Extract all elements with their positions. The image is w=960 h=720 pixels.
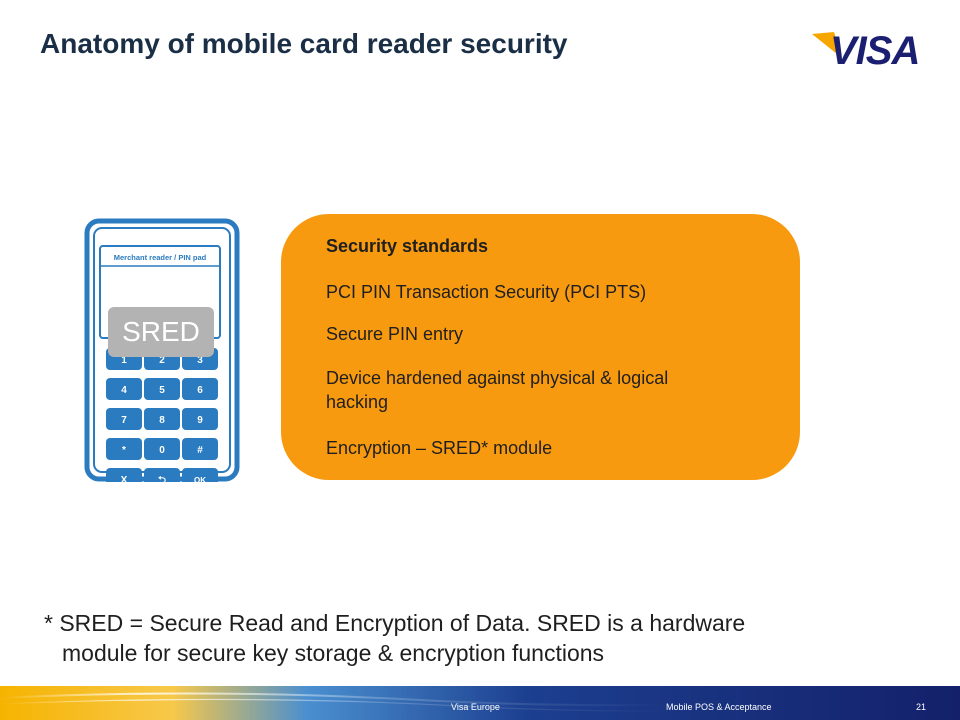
page-number: 21 [916, 702, 927, 712]
keypad-key-label: ⮌ [158, 475, 166, 482]
keypad-key-label: 1 [121, 355, 127, 366]
panel-item: PCI PIN Transaction Security (PCI PTS) [326, 282, 647, 302]
security-standards-panel [281, 214, 800, 480]
svg-text:VISA: VISA [830, 29, 919, 70]
slide-title: Anatomy of mobile card reader security [40, 28, 568, 59]
keypad-key [106, 468, 142, 482]
keypad-key-label: X [121, 475, 128, 482]
keypad-key-label: 5 [159, 385, 165, 396]
footer-center-text: Mobile POS & Acceptance [666, 702, 772, 712]
keypad-key-label: * [122, 445, 126, 456]
keypad-key [144, 378, 180, 400]
visa-logo: VISA [812, 29, 920, 70]
keypad-key-label: # [197, 445, 203, 456]
keypad-key-label: 6 [197, 385, 203, 396]
panel-item: Secure PIN entry [326, 324, 464, 344]
keypad-key-label: 3 [197, 355, 203, 366]
keypad-key-label: 9 [197, 415, 203, 426]
keypad-key [106, 408, 142, 430]
keypad-key-label: 7 [121, 415, 127, 426]
keypad-key-label: OK [194, 476, 206, 482]
keypad-key-label: 2 [159, 355, 165, 366]
keypad-key-label: 8 [159, 415, 165, 426]
keypad-key [144, 468, 180, 482]
footer-left-text: Visa Europe [451, 702, 500, 712]
panel-item: Device hardened against physical & logic… [326, 368, 669, 412]
keypad-key [182, 438, 218, 460]
keypad-key [182, 468, 218, 482]
footer-band [0, 686, 960, 720]
keypad-key-label: 0 [159, 445, 165, 456]
panel-heading: Security standards [326, 236, 489, 256]
panel-item: Encryption – SRED* module [326, 438, 553, 458]
keypad-key [182, 378, 218, 400]
keypad-key [144, 438, 180, 460]
screen-label: Merchant reader / PIN pad [114, 253, 207, 262]
keypad-key [106, 378, 142, 400]
footnote-line-2: module for secure key storage & encrypti… [62, 640, 605, 666]
keypad-key [182, 408, 218, 430]
keypad-key [106, 438, 142, 460]
footnote: * SRED = Secure Read and Encryption of D… [44, 608, 904, 668]
sred-badge: SRED [108, 307, 214, 357]
footnote-line-1: * SRED = Secure Read and Encryption of D… [44, 610, 746, 636]
keypad-key-label: 4 [121, 385, 127, 396]
keypad-key [144, 408, 180, 430]
